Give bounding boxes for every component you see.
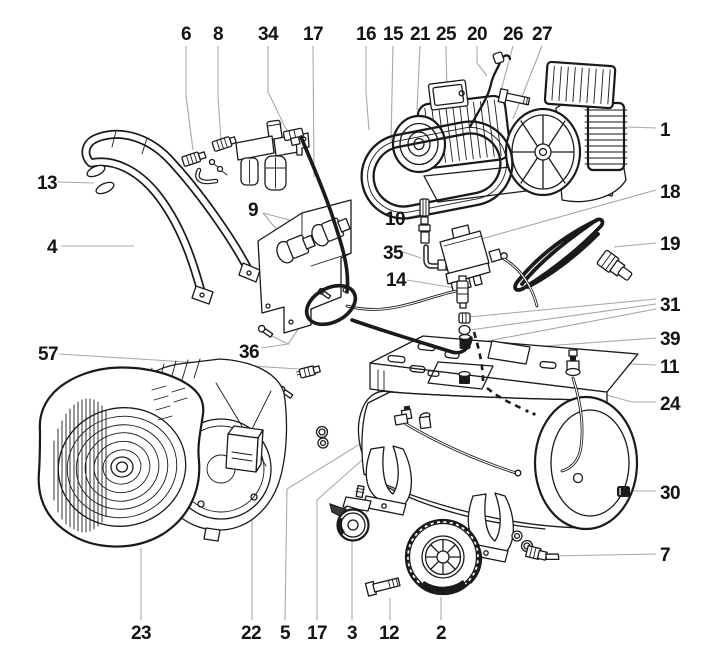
- filter-regulator-unit: [181, 119, 473, 355]
- callout-18: 18: [660, 182, 680, 203]
- callout-30: 30: [660, 483, 680, 504]
- callout-16: 16: [356, 24, 376, 45]
- tank-right-end: [533, 395, 639, 531]
- callout-14: 14: [386, 270, 407, 291]
- callout-15: 15: [383, 24, 404, 45]
- callout-13: 13: [37, 173, 57, 194]
- switch-mounting-plate: [257, 199, 352, 399]
- wheel-part: [404, 518, 483, 596]
- pressure-switch: [439, 224, 508, 293]
- handle-clips: [86, 164, 115, 195]
- flywheel: [504, 107, 582, 197]
- pump-head: [543, 60, 617, 110]
- callout-6: 6: [181, 24, 191, 45]
- callout-5: 5: [280, 623, 291, 644]
- callout-17-bottom: 17: [307, 623, 327, 644]
- plug-30: [617, 486, 630, 497]
- callout-1: 1: [660, 120, 671, 141]
- leader-lines: [56, 45, 657, 621]
- hose-loop: [304, 283, 358, 327]
- callout-17-top: 17: [303, 24, 323, 45]
- tee-fitting-34: [282, 127, 304, 147]
- callout-12: 12: [379, 623, 399, 644]
- callout-25: 25: [436, 24, 457, 45]
- drain-valve-part: [524, 544, 560, 561]
- elbow-5: [393, 405, 432, 430]
- callout-39: 39: [660, 329, 680, 350]
- fan-cover-part: [37, 366, 205, 548]
- tank-assembly: [315, 331, 639, 597]
- callout-19: 19: [660, 234, 680, 255]
- pressure-switch-group: [345, 198, 539, 349]
- label-sticker-39: [487, 340, 531, 365]
- callout-27: 27: [532, 24, 552, 45]
- callout-7: 7: [660, 545, 670, 566]
- tank-strap-leg: [362, 445, 413, 516]
- caster-part: [329, 484, 372, 542]
- power-cord: [513, 217, 633, 292]
- gauge-assembly: [276, 234, 316, 264]
- motor-pump-assembly: [360, 51, 628, 220]
- callout-57: 57: [38, 344, 58, 365]
- motor-cable: [468, 54, 512, 129]
- fitting-6: [181, 151, 207, 167]
- thin-tube: [345, 289, 458, 311]
- safety-valve-11: [565, 349, 581, 377]
- callout-34: 34: [258, 24, 279, 45]
- wheel-bolt: [364, 577, 401, 597]
- through-bolt: [497, 88, 531, 106]
- callout-31: 31: [660, 295, 681, 316]
- handle-part: [81, 129, 261, 305]
- fitting-8: [211, 136, 237, 152]
- callout-35: 35: [383, 243, 404, 264]
- hidden-hose: [472, 331, 485, 382]
- nylon-hose-17: [299, 135, 350, 294]
- drive-belt: [360, 120, 514, 220]
- callout-8: 8: [213, 24, 223, 45]
- fitting-14: [456, 275, 469, 309]
- callout-9: 9: [248, 200, 258, 221]
- callout-26: 26: [503, 24, 523, 45]
- callout-11: 11: [660, 357, 680, 378]
- callout-10: 10: [385, 209, 405, 230]
- callout-20: 20: [467, 24, 487, 45]
- callout-24: 24: [660, 394, 681, 415]
- axle-washers: [315, 425, 534, 553]
- check-valve-10: [418, 198, 431, 244]
- callout-23: 23: [131, 623, 151, 644]
- fitting-57: [296, 365, 321, 379]
- platform-slots: [387, 342, 557, 378]
- callout-21: 21: [410, 24, 431, 45]
- cover-grille-rings: [57, 407, 187, 527]
- callout-3: 3: [347, 623, 357, 644]
- pump-cylinder: [584, 101, 628, 172]
- callout-4: 4: [47, 237, 58, 258]
- callout-2: 2: [436, 623, 446, 644]
- power-plug: [596, 249, 633, 281]
- hose-to-tank: [350, 318, 473, 355]
- callout-36: 36: [239, 342, 259, 363]
- callout-labels: 6 8 34 17 16 15 21 25 20 26 27 1 18 19 3…: [37, 24, 682, 644]
- terminal-box: [427, 79, 469, 111]
- callout-22: 22: [241, 623, 261, 644]
